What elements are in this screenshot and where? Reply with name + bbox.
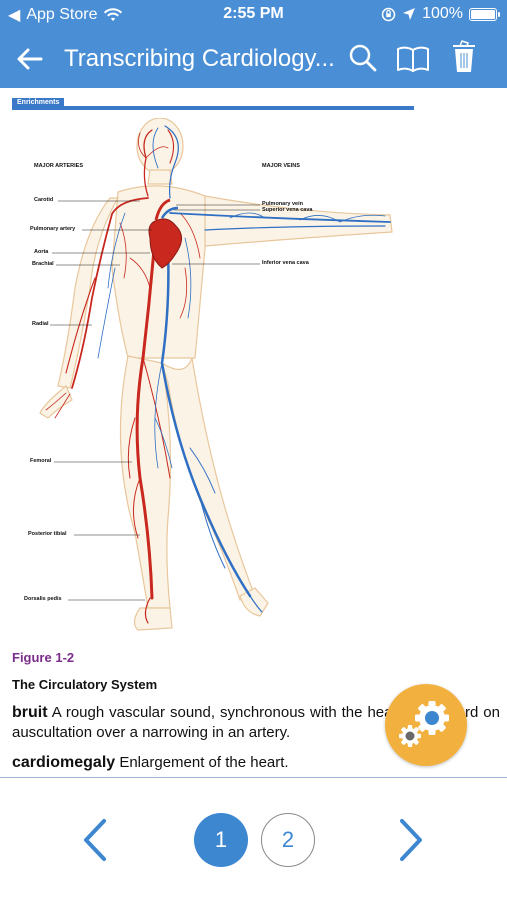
label-carotid: Carotid xyxy=(34,197,54,203)
status-right: 100% xyxy=(381,5,500,23)
back-triangle-icon: ◀ xyxy=(8,7,21,24)
enrichments-label: Enrichments xyxy=(12,98,65,108)
chevron-left-icon[interactable] xyxy=(78,816,112,864)
battery-icon xyxy=(469,7,500,21)
enrichments-bar: Enrichments xyxy=(12,98,414,112)
label-dorsalis-pedis: Dorsalis pedis xyxy=(24,596,62,602)
glossary-definition: Enlargement of the heart. xyxy=(119,754,289,771)
status-left[interactable]: ◀ App Store xyxy=(8,5,123,25)
heading-major-veins: MAJOR VEINS xyxy=(262,163,300,169)
back-arrow-icon[interactable] xyxy=(14,43,46,75)
glossary-term: bruit xyxy=(12,704,48,721)
circulatory-figure[interactable]: MAJOR ARTERIES MAJOR VEINS Carotid Pulmo… xyxy=(0,118,507,638)
label-radial: Radial xyxy=(32,321,49,327)
orientation-lock-icon xyxy=(381,7,396,21)
glossary-term: cardiomegaly xyxy=(12,754,116,771)
book-icon[interactable] xyxy=(396,45,430,73)
label-inferior-vena-cava: Inferior vena cava xyxy=(262,260,309,266)
status-bar: ◀ App Store 2:55 PM 100% xyxy=(0,0,507,30)
heart-shape xyxy=(148,218,182,269)
figure-number: Figure 1-2 xyxy=(12,650,75,665)
enrichments-rule xyxy=(12,106,414,110)
body-illustration xyxy=(39,118,393,631)
label-posterior-tibial: Posterior tibial xyxy=(28,531,67,537)
chevron-right-icon[interactable] xyxy=(394,816,428,864)
back-app-label: App Store xyxy=(26,6,98,23)
figure-title: The Circulatory System xyxy=(12,677,158,692)
wifi-icon xyxy=(104,7,123,21)
label-pulmonary-vein: Pulmonary vein xyxy=(262,201,303,207)
heading-major-arteries: MAJOR ARTERIES xyxy=(34,163,83,169)
label-femoral: Femoral xyxy=(30,458,52,464)
trash-icon[interactable] xyxy=(452,40,476,74)
label-aorta: Aorta xyxy=(34,249,49,255)
page-button-1[interactable]: 1 xyxy=(194,813,248,867)
page-button-2[interactable]: 2 xyxy=(261,813,315,867)
location-icon xyxy=(403,8,416,20)
gears-icon xyxy=(399,701,449,747)
glossary-entry: cardiomegaly Enlargement of the heart. xyxy=(12,753,500,773)
label-brachial: Brachial xyxy=(32,261,54,267)
nav-bar: Transcribing Cardiology... xyxy=(0,30,507,88)
label-pulmonary-artery: Pulmonary artery xyxy=(30,226,76,232)
settings-fab[interactable] xyxy=(385,684,467,766)
label-superior-vena-cava: Superior vena cava xyxy=(262,207,313,213)
search-icon[interactable] xyxy=(348,43,378,73)
page-title: Transcribing Cardiology... xyxy=(64,45,334,72)
battery-level xyxy=(471,9,495,19)
status-time: 2:55 PM xyxy=(223,5,284,22)
battery-percent: 100% xyxy=(422,5,463,22)
content-divider xyxy=(0,777,507,778)
